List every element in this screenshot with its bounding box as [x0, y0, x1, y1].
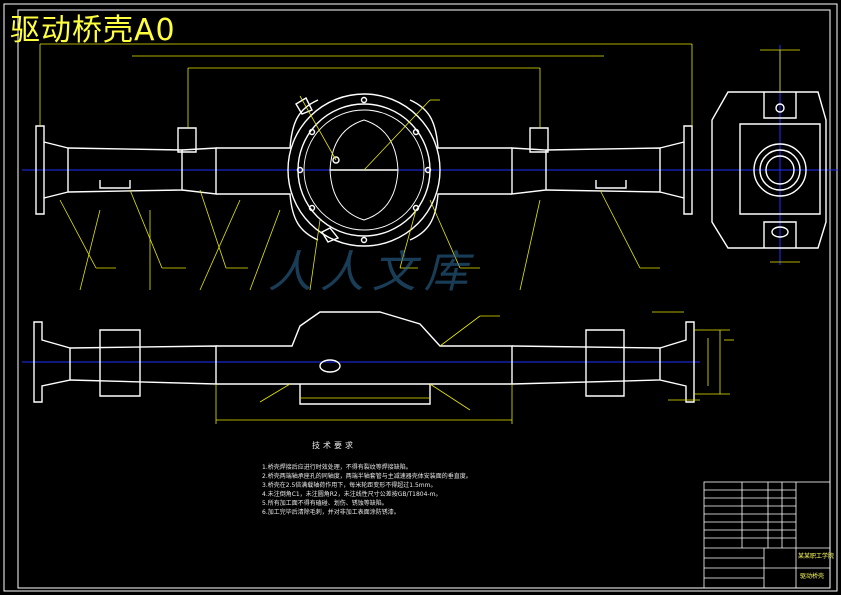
side-view — [711, 91, 827, 249]
note-item: 5.所有加工面不得有磕碰、划伤、锈蚀等缺陷。 — [262, 500, 388, 507]
technical-requirements-title: 技术要求 — [312, 441, 356, 450]
drawing-border — [3, 3, 838, 592]
title-block — [703, 481, 831, 589]
title-block-part-name: 驱动桥壳 — [800, 573, 825, 580]
note-item: 6.加工完毕后清除毛刺，并对非加工表面涂防锈漆。 — [262, 509, 400, 516]
note-item: 2.桥壳两端轴承座孔的同轴度，两端半轴套管与主减速器壳体安装面的垂直度。 — [262, 473, 472, 480]
centerlines — [22, 45, 838, 363]
dimension-lines — [39, 43, 800, 424]
front-view — [35, 93, 693, 247]
note-item: 3.桥壳在2.5倍满载轴荷作用下，每米轮距变形不得超过1.5mm。 — [262, 482, 437, 489]
drawing-title: 驱动桥壳A0 — [10, 13, 176, 48]
note-item: 1.桥壳焊接后应进行时效处理，不得有裂纹等焊接缺陷。 — [262, 464, 412, 471]
note-item: 4.未注倒角C1，未注圆角R2，未注线性尺寸公差按GB/T1804-m。 — [262, 491, 442, 498]
watermark: 人人文库 — [268, 247, 476, 298]
top-view — [33, 311, 695, 405]
technical-requirements-list: 1.桥壳焊接后应进行时效处理，不得有裂纹等焊接缺陷。 2.桥壳两端轴承座孔的同轴… — [262, 463, 472, 517]
title-block-school: 某某职工学院 — [798, 553, 835, 560]
